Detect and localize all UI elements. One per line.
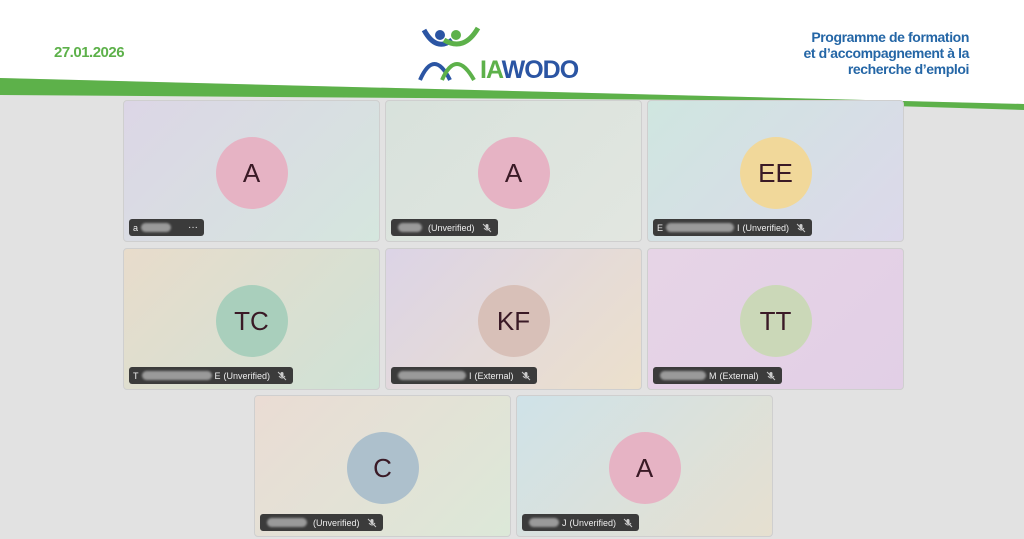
- participant-name-label: (Unverified): [260, 514, 383, 531]
- participant-status: (External): [474, 370, 514, 381]
- avatar: A: [477, 137, 550, 209]
- logo-text-wodo: WODO: [501, 56, 580, 84]
- redacted-name: [398, 223, 422, 232]
- mic-muted-icon: [367, 518, 377, 528]
- participant-name-label: T E(Unverified): [129, 367, 294, 384]
- participant-tile[interactable]: C (Unverified): [254, 395, 511, 537]
- participant-status: (Unverified): [742, 222, 790, 233]
- avatar: KF: [477, 285, 550, 357]
- tagline-line: recherche d’emploi: [847, 61, 970, 77]
- logo-figures-icon: [418, 26, 481, 82]
- header: 27.01.2026 IAWODO Programme de formation…: [0, 0, 1024, 110]
- tagline-line: et d’accompagnement à la: [803, 45, 970, 61]
- participant-name-label: E I(Unverified): [653, 219, 813, 236]
- participant-tile[interactable]: A (Unverified): [385, 100, 642, 242]
- logo-text-ia: IA: [480, 56, 503, 84]
- mic-muted-icon: [521, 371, 531, 381]
- mic-muted-icon: [277, 371, 287, 381]
- name-suffix: I: [469, 370, 472, 381]
- participant-status: (Unverified): [569, 517, 617, 528]
- avatar: C: [346, 432, 419, 504]
- redacted-name: [529, 518, 559, 527]
- participant-name-label: M(External): [653, 367, 782, 384]
- tagline-line: Programme de formation: [811, 29, 969, 45]
- mic-muted-icon: [623, 518, 633, 528]
- more-options-icon[interactable]: ···: [188, 222, 199, 233]
- iawodo-logo: IAWODO: [416, 26, 616, 84]
- name-suffix: M: [709, 370, 717, 381]
- avatar: A: [215, 137, 288, 209]
- mic-muted-icon: [766, 371, 776, 381]
- participant-tile[interactable]: TT M(External): [647, 248, 904, 390]
- name-prefix: a: [133, 222, 139, 233]
- participant-name-label: (Unverified): [391, 219, 498, 236]
- participant-name-label: J(Unverified): [522, 514, 640, 531]
- avatar: A: [608, 432, 681, 504]
- redacted-name: [666, 223, 735, 232]
- name-suffix: E: [214, 370, 221, 381]
- participant-name-label: I(External): [391, 367, 537, 384]
- name-prefix: E: [657, 222, 664, 233]
- participant-tile[interactable]: KF I(External): [385, 248, 642, 390]
- participant-tile[interactable]: TC T E(Unverified): [123, 248, 380, 390]
- participant-status: (External): [719, 370, 759, 381]
- mic-muted-icon: [482, 223, 492, 233]
- name-prefix: T: [133, 370, 139, 381]
- avatar: EE: [739, 137, 812, 209]
- mic-muted-icon: [796, 223, 806, 233]
- participant-status: (Unverified): [428, 222, 475, 233]
- name-suffix: I: [737, 222, 740, 233]
- participant-tile[interactable]: A J(Unverified): [516, 395, 773, 537]
- name-suffix: J: [562, 517, 567, 528]
- participant-name-label: a ···: [129, 219, 205, 236]
- avatar: TC: [215, 285, 288, 357]
- participant-status: (Unverified): [313, 517, 360, 528]
- tagline: Programme de formation et d’accompagneme…: [803, 29, 970, 77]
- redacted-name: [267, 518, 307, 527]
- redacted-name: [141, 371, 212, 380]
- redacted-name: [398, 371, 466, 380]
- redacted-name: [660, 371, 706, 380]
- redacted-name: [141, 223, 172, 232]
- avatar: TT: [739, 285, 812, 357]
- date: 27.01.2026: [54, 44, 125, 61]
- participant-status: (Unverified): [223, 370, 271, 381]
